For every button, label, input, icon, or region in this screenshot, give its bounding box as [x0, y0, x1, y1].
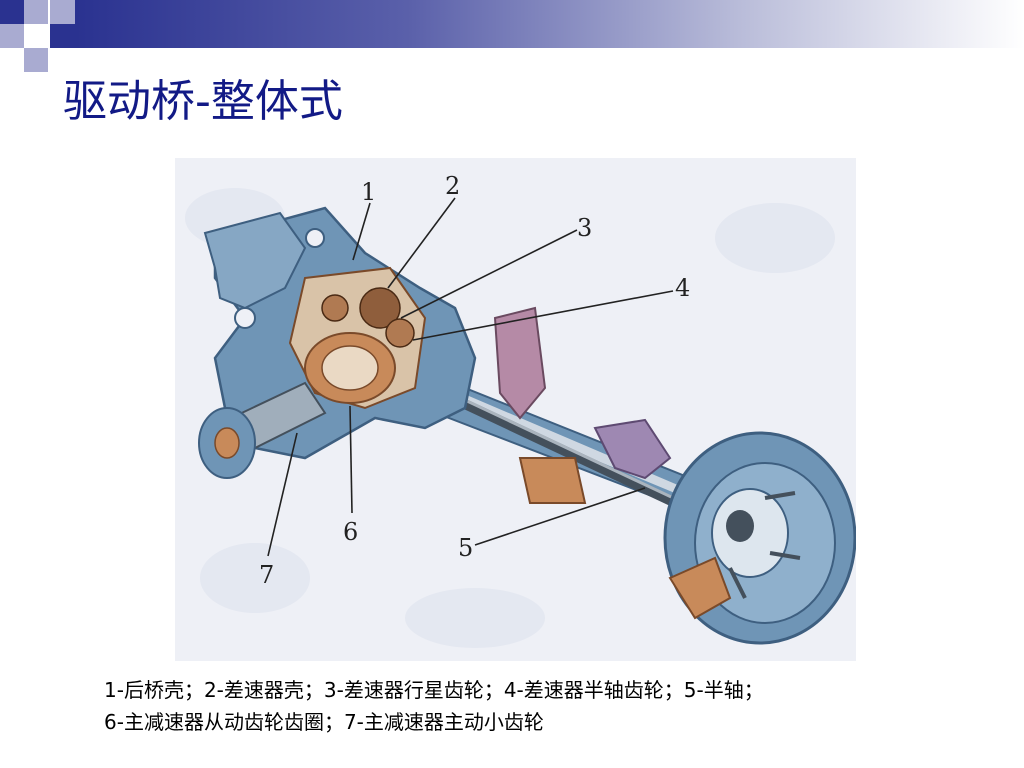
header-gradient-bar	[75, 0, 1024, 48]
callout-label-5: 5	[458, 534, 473, 562]
caption-line-2: 6-主减速器从动齿轮齿圈；7-主减速器主动小齿轮	[104, 710, 544, 734]
callout-label-1: 1	[361, 178, 376, 206]
drive-axle-drawing: 1 2 3 4 5 6 7	[185, 172, 856, 648]
header-decoration-square	[50, 24, 75, 48]
header-decoration-square	[24, 48, 48, 72]
slide-title: 驱动桥-整体式	[63, 76, 343, 127]
callout-label-7: 7	[259, 561, 274, 589]
header-decoration-square	[24, 0, 48, 24]
header-decoration-square	[0, 24, 24, 48]
header-decoration-square	[0, 0, 24, 24]
header-decoration-square	[50, 0, 75, 24]
callout-label-2: 2	[445, 172, 460, 200]
callout-label-4: 4	[675, 274, 690, 302]
drive-axle-figure: 1 2 3 4 5 6 7	[175, 158, 856, 661]
callout-label-6: 6	[343, 518, 358, 546]
callout-label-3: 3	[577, 214, 592, 242]
figure-caption: 1-后桥壳；2-差速器壳；3-差速器行星齿轮；4-差速器半轴齿轮；5-半轴； 6…	[104, 674, 984, 738]
header-decoration-square	[24, 24, 48, 48]
caption-line-1: 1-后桥壳；2-差速器壳；3-差速器行星齿轮；4-差速器半轴齿轮；5-半轴；	[104, 678, 764, 702]
